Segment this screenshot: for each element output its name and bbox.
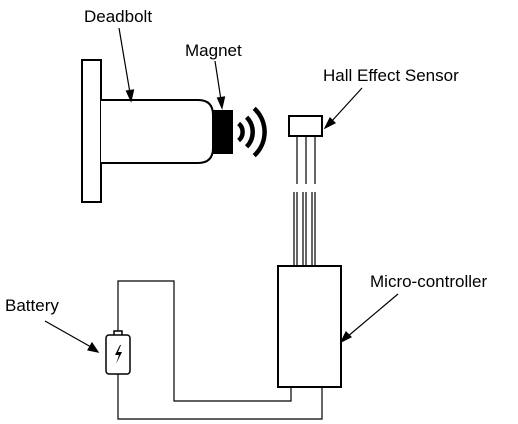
magnet-pointer (214, 60, 222, 101)
microcontroller-label: Micro-controller (370, 272, 488, 291)
deadbolt-plate (81, 59, 102, 203)
battery-label: Battery (5, 296, 59, 315)
deadbolt-label: Deadbolt (84, 7, 153, 26)
battery-wire-top (117, 280, 292, 402)
sensor-pointer (330, 87, 363, 123)
wireless-signal-icon (237, 106, 267, 158)
battery-charging-icon (105, 330, 131, 375)
microcontroller-pointer (346, 293, 399, 338)
sensor-bus-wires (293, 192, 316, 266)
hall-sensor-body (288, 115, 323, 137)
magnet-label: Magnet (185, 41, 242, 60)
microcontroller-body (277, 265, 342, 388)
sensor-leads (296, 136, 316, 184)
battery-pointer (44, 320, 92, 348)
label-pointers (44, 27, 399, 353)
battery-wire-bottom (117, 374, 323, 420)
magnet-block (212, 110, 233, 154)
deadbolt-body (101, 99, 214, 164)
deadbolt-pointer (118, 27, 131, 94)
hall-sensor-label: Hall Effect Sensor (323, 66, 459, 85)
